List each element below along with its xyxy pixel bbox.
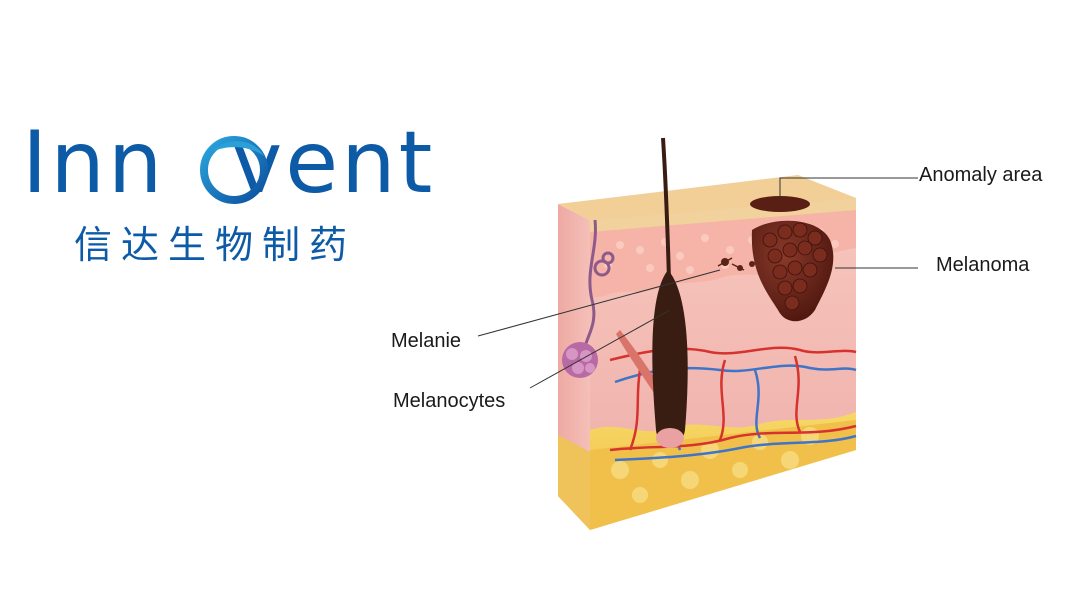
melanocytes bbox=[717, 257, 755, 271]
logo-wordmark-start: Inn bbox=[22, 113, 166, 213]
label-melanie: Melanie bbox=[391, 330, 462, 352]
skin-cross-section-diagram bbox=[477, 137, 918, 530]
logo-swirl-o-icon bbox=[200, 136, 268, 204]
label-anomaly-area: Anomaly area bbox=[919, 164, 1043, 186]
melanoma-mass bbox=[750, 196, 834, 322]
callout-lines bbox=[477, 177, 918, 389]
anomaly-spot bbox=[750, 196, 810, 212]
hair-follicle bbox=[652, 137, 688, 448]
logo-chinese-name: 信达生物制药 bbox=[74, 223, 357, 267]
arrector-muscle bbox=[616, 330, 662, 396]
label-melanocytes: Melanocytes bbox=[393, 390, 506, 412]
skin-surface-top bbox=[558, 175, 856, 220]
label-melanoma: Melanoma bbox=[936, 254, 1030, 276]
